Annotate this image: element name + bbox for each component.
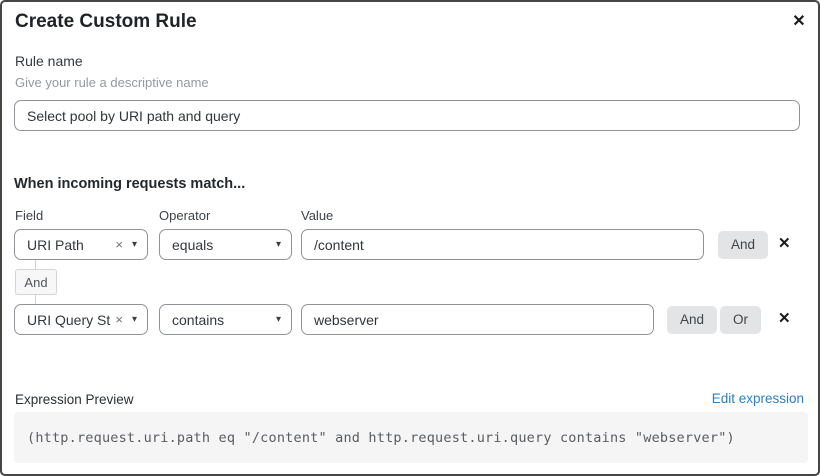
rule-name-helper: Give your rule a descriptive name: [15, 75, 209, 90]
operator-select-row2[interactable]: contains ▾: [159, 304, 292, 335]
field-select-row2-value: URI Query St...: [27, 311, 111, 328]
expression-preview-box: (http.request.uri.path eq "/content" and…: [14, 412, 808, 463]
column-label-operator: Operator: [159, 208, 211, 223]
remove-condition-icon-row1[interactable]: ✕: [778, 235, 791, 252]
expression-code: (http.request.uri.path eq "/content" and…: [27, 429, 735, 446]
chevron-down-icon: ▾: [131, 239, 137, 250]
value-input-row2[interactable]: [301, 304, 654, 335]
add-and-condition-button-row1[interactable]: And: [718, 231, 769, 259]
match-section-heading: When incoming requests match...: [14, 176, 246, 192]
operator-select-row1-value: equals: [172, 236, 214, 253]
chevron-down-icon: ▾: [275, 314, 281, 325]
clear-selection-icon[interactable]: ×: [115, 312, 123, 327]
column-label-field: Field: [15, 208, 44, 223]
operator-select-row2-value: contains: [172, 311, 225, 328]
value-input-row1[interactable]: [301, 229, 704, 260]
remove-condition-icon-row2[interactable]: ✕: [778, 310, 791, 327]
close-icon[interactable]: ✕: [792, 13, 806, 30]
rule-name-input[interactable]: [14, 100, 800, 131]
operator-select-row1[interactable]: equals ▾: [159, 229, 292, 260]
chevron-down-icon: ▾: [275, 239, 281, 250]
connector-line-bottom: [35, 295, 36, 304]
expression-preview-label: Expression Preview: [15, 392, 134, 407]
chevron-down-icon: ▾: [131, 314, 137, 325]
clear-selection-icon[interactable]: ×: [115, 237, 123, 252]
and-connector-badge: And: [15, 269, 57, 295]
field-select-row1[interactable]: URI Path × ▾: [14, 229, 148, 260]
dialog-title: Create Custom Rule: [15, 11, 197, 32]
rule-name-label: Rule name: [15, 53, 83, 69]
connector-line-top: [35, 260, 36, 269]
add-and-condition-button-row2[interactable]: And: [667, 306, 718, 334]
field-select-row1-value: URI Path: [27, 236, 84, 253]
add-or-condition-button-row2[interactable]: Or: [720, 306, 761, 334]
column-label-value: Value: [301, 208, 334, 223]
edit-expression-link[interactable]: Edit expression: [711, 391, 804, 406]
field-select-row2[interactable]: URI Query St... × ▾: [14, 304, 148, 335]
